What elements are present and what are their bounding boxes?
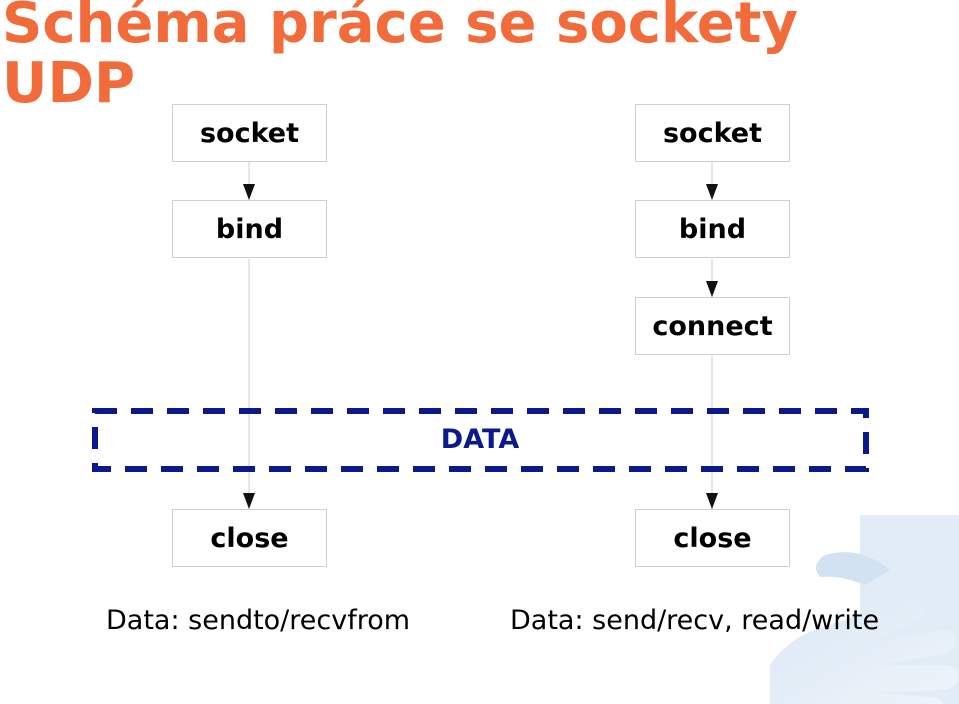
right-bind-label: bind xyxy=(678,213,747,245)
left-close-box: close xyxy=(172,509,327,567)
left-bind-label: bind xyxy=(215,213,284,245)
data-region-border xyxy=(92,408,869,472)
right-socket-label: socket xyxy=(662,117,763,149)
left-socket-label: socket xyxy=(199,117,300,149)
right-connect-label: connect xyxy=(652,310,773,342)
slide-title: Schéma práce se sockety UDP xyxy=(2,0,798,116)
left-close-label: close xyxy=(210,522,289,554)
left-socket-box: socket xyxy=(172,104,327,162)
decorative-hand-image xyxy=(770,515,959,704)
right-caption: Data: send/recv, read/write xyxy=(510,605,880,636)
right-close-label: close xyxy=(673,522,752,554)
left-bind-box: bind xyxy=(172,200,327,258)
right-socket-box: socket xyxy=(635,104,790,162)
left-caption: Data: sendto/recvfrom xyxy=(106,605,411,636)
right-bind-box: bind xyxy=(635,200,790,258)
right-connect-box: connect xyxy=(635,297,790,355)
data-region-label: DATA xyxy=(440,424,520,455)
right-close-box: close xyxy=(635,509,790,567)
